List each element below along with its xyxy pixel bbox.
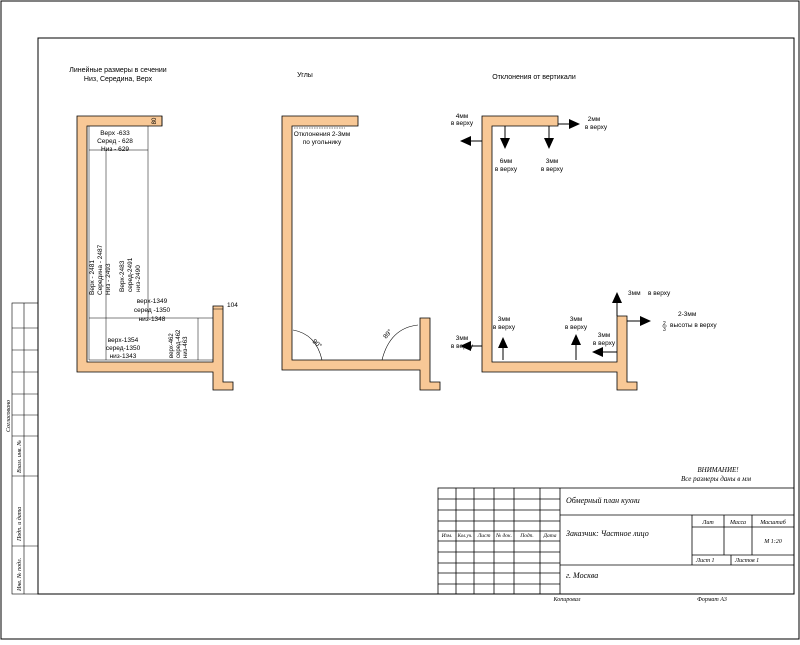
plan-vertical-walls — [481, 115, 638, 391]
label-3mm-e-sub: в верху — [593, 340, 616, 347]
note-all-sizes: Все размеры даны в мм — [681, 475, 752, 483]
linear-title-2: Низ, Середина, Верх — [84, 76, 153, 83]
plan-linear-walls — [76, 115, 234, 391]
arrow-4mm — [460, 136, 482, 146]
label-3mm-f-sub: в верху — [648, 290, 671, 297]
plan-vertical: 4мм в верху 2мм в верху 6мм в верху 3мм … — [451, 113, 717, 391]
title-block — [437, 487, 795, 595]
right-dim-2: серед-462 — [176, 329, 182, 358]
label-2-3mm: 2-3мм — [678, 311, 697, 318]
label-3mm-d: 3мм — [570, 316, 583, 323]
col-header-date: Дата — [542, 533, 556, 539]
bottom-dim-2: серед-1350 — [106, 345, 141, 352]
top-dim-1: Верх -633 — [100, 130, 130, 137]
arrow-3mm-step — [592, 347, 617, 357]
label-3mm-c-sub: в верху — [493, 324, 516, 331]
right-dims: верх-462 серед-462 низ-463 — [169, 329, 189, 358]
fraction-den: 3 — [663, 327, 666, 333]
arrow-3mm-left — [460, 341, 482, 351]
arrow-2-3mm-right — [627, 316, 651, 326]
bottom-dim-1: верх-1354 — [108, 337, 139, 344]
plan-angles: Отклонения 2-3мм по угольнику 90° 89° — [281, 115, 441, 391]
col-header-doc: № док. — [495, 532, 512, 539]
label-6mm: 6мм — [500, 158, 513, 165]
plan-angles-walls — [281, 115, 441, 391]
angle-arc-left — [292, 329, 323, 361]
fraction-num: 2 — [663, 321, 666, 327]
arrow-6mm — [500, 126, 510, 149]
linear-title-1: Линейные размеры в сечении — [69, 66, 167, 74]
scale-value: М 1:20 — [763, 539, 782, 545]
left-dim-2: Середина - 2487 — [97, 244, 104, 295]
stamp-inv-orig: Инв. № подл. — [16, 558, 23, 592]
city-text: г. Москва — [566, 571, 598, 580]
step-dim-2: серед -1350 — [134, 307, 171, 314]
left-dim-3: Низ - 2493 — [105, 263, 112, 295]
corner-dim: 80 — [152, 117, 158, 124]
arrow-3mm-top-right — [612, 292, 622, 316]
col-header-izm: Изм. — [441, 533, 453, 539]
title-text: Обмерный план кухни — [566, 496, 640, 505]
label-4mm-sub: в верху — [451, 120, 474, 127]
stamp-replace-inv: Взам. инв. № — [17, 440, 23, 473]
label-3mm-d-sub: в верху — [565, 324, 588, 331]
label-3mm-f: 3мм — [628, 290, 641, 297]
mid-dims: Верх-2483 серед-2491 низ-2490 — [119, 257, 142, 292]
arrow-2mm-top — [558, 119, 580, 129]
vertical-title: Отклонения от вертикали — [492, 74, 576, 81]
top-dim-3: Низ - 629 — [101, 146, 129, 153]
top-dim-2: Серед - 628 — [97, 138, 133, 145]
left-dim-1: Верх - 2481 — [89, 260, 96, 295]
label-2-3mm-sub: высоты в верху — [670, 322, 717, 329]
step-dim-3: низ-1348 — [139, 316, 166, 323]
sheet-number: Лист 1 — [695, 558, 715, 564]
sheets-total: Листов 1 — [734, 558, 759, 564]
bottom-dim-3: низ-1343 — [110, 353, 137, 360]
angle-left: 90° — [311, 337, 324, 350]
step-dim-1: верх-1349 — [137, 298, 168, 305]
col-header-list: Лист — [477, 533, 491, 539]
arrow-3mm-top — [544, 126, 554, 149]
label-3mm-a: 3мм — [546, 158, 559, 165]
right-dim-1: верх-462 — [169, 333, 175, 358]
right-dim-3: низ-463 — [183, 336, 189, 358]
stamp-sign-date: Подп. и дата — [16, 507, 23, 542]
label-2mm: 2мм — [588, 116, 601, 123]
mid-dim-2: серед-2491 — [127, 257, 134, 292]
left-dims: Верх - 2481 Середина - 2487 Низ - 2493 — [89, 244, 112, 295]
label-3mm-c: 3мм — [498, 316, 511, 323]
label-3mm-e: 3мм — [598, 332, 611, 339]
deviation-label-2: по угольнику — [303, 139, 342, 146]
col-header-kol: Кол.уч. — [457, 534, 473, 539]
angle-arc-right — [381, 324, 419, 361]
arrow-3mm-bottom-left — [498, 337, 508, 360]
lit-header: Лит — [701, 520, 714, 526]
label-4mm: 4мм — [456, 113, 469, 120]
arrow-3mm-bottom-mid — [571, 334, 581, 360]
label-3mm-b: 3мм — [456, 335, 469, 342]
col-header-sign: Подп. — [519, 532, 534, 539]
label-3mm-b-sub: в верху — [451, 343, 474, 350]
format-label: Формат А3 — [697, 597, 727, 603]
deviation-label-1: Отклонения 2-3мм — [294, 131, 351, 138]
mid-dim-3: низ-2490 — [135, 265, 142, 292]
side-stamp — [11, 302, 39, 595]
mass-header: Масса — [729, 520, 746, 526]
scale-header: Масштаб — [759, 519, 787, 526]
label-2mm-sub: в верху — [585, 124, 608, 131]
note-attention: ВНИМАНИЕ! — [697, 466, 739, 474]
stamp-agreed: Согласовано — [6, 400, 12, 432]
angles-title: Углы — [297, 72, 313, 79]
mid-dim-1: Верх-2483 — [119, 260, 126, 292]
small-dim: 104 — [227, 302, 238, 309]
label-3mm-a-sub: в верху — [541, 166, 564, 173]
plan-linear: Верх -633 Серед - 628 Низ - 629 80 Верх … — [76, 115, 238, 391]
label-6mm-sub: в верху — [495, 166, 518, 173]
customer-text: Заказчик: Частное лицо — [566, 529, 649, 538]
copied-label: Копировал — [553, 597, 581, 603]
